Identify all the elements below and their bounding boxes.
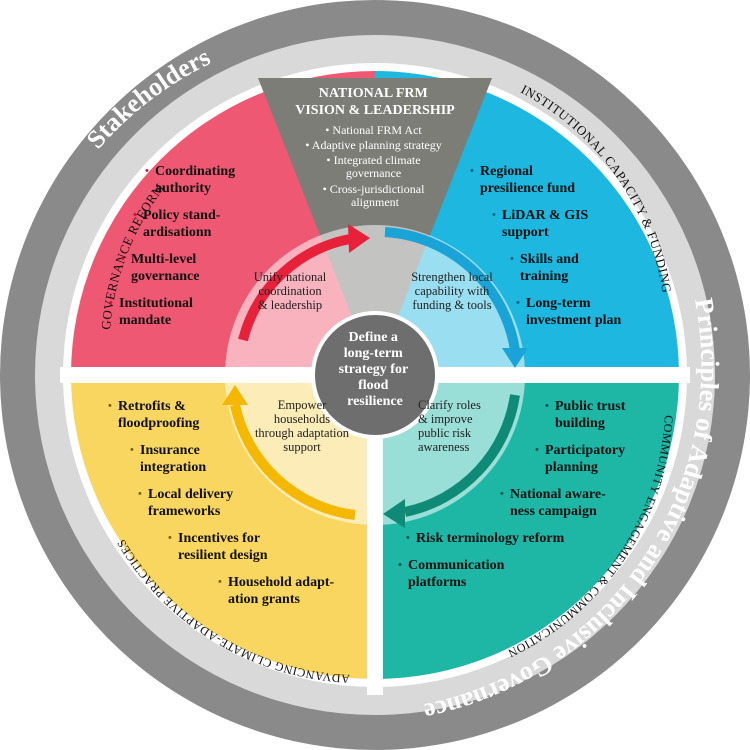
list-item: Skills and training bbox=[510, 251, 660, 285]
red-arrow-head bbox=[348, 224, 370, 253]
list-item: Public trust building bbox=[545, 398, 630, 432]
list-item: Communication platforms bbox=[398, 557, 630, 591]
list-item: National aware- ness campaign bbox=[500, 486, 630, 520]
list-item: Retrofits & floodproofing bbox=[108, 398, 368, 432]
vision-items: • National FRM Act • Adaptive planning s… bbox=[305, 123, 445, 209]
climate-list: Retrofits & floodproofing Insurance inte… bbox=[108, 398, 368, 618]
list-item: Multi-level governance bbox=[121, 251, 270, 285]
list-item: Risk terminology reform bbox=[406, 530, 630, 547]
teal-arrow-head bbox=[383, 499, 405, 528]
list-item: Policy stand- ardisationn bbox=[133, 207, 270, 241]
list-item: Household adapt- ation grants bbox=[218, 574, 368, 608]
teal-arrow bbox=[403, 394, 520, 517]
list-item: Participatory planning bbox=[535, 442, 630, 476]
governance-list: Coordinating authority Policy stand- ard… bbox=[109, 163, 270, 339]
list-item: Regional presilience fund bbox=[470, 163, 660, 197]
governance-hub-label: Unify national coordination & leadership bbox=[253, 270, 327, 312]
institutional-hub-label: Strengthen local capability with funding… bbox=[411, 270, 493, 312]
list-item: Insurance integration bbox=[130, 442, 368, 476]
blue-arrow bbox=[384, 227, 520, 351]
list-item: Coordinating authority bbox=[145, 163, 270, 197]
list-item: Local delivery frameworks bbox=[138, 486, 368, 520]
community-list: Public trust building Participatory plan… bbox=[398, 398, 630, 601]
blue-arrow-head bbox=[502, 348, 528, 368]
climate-hub-label: Empower households through adaptation su… bbox=[254, 398, 350, 454]
list-item: Institutional mandate bbox=[109, 295, 270, 329]
community-hub-label: Clarify roles & improve public risk awar… bbox=[418, 398, 481, 454]
vision-title: NATIONAL FRM VISION & LEADERSHIP bbox=[295, 86, 455, 118]
list-item: Incentives for resilient design bbox=[168, 530, 368, 564]
list-item: Long-term investment plan bbox=[516, 295, 660, 329]
list-item: LiDAR & GIS support bbox=[492, 207, 660, 241]
institutional-list: Regional presilience fund LiDAR & GIS su… bbox=[470, 163, 660, 339]
